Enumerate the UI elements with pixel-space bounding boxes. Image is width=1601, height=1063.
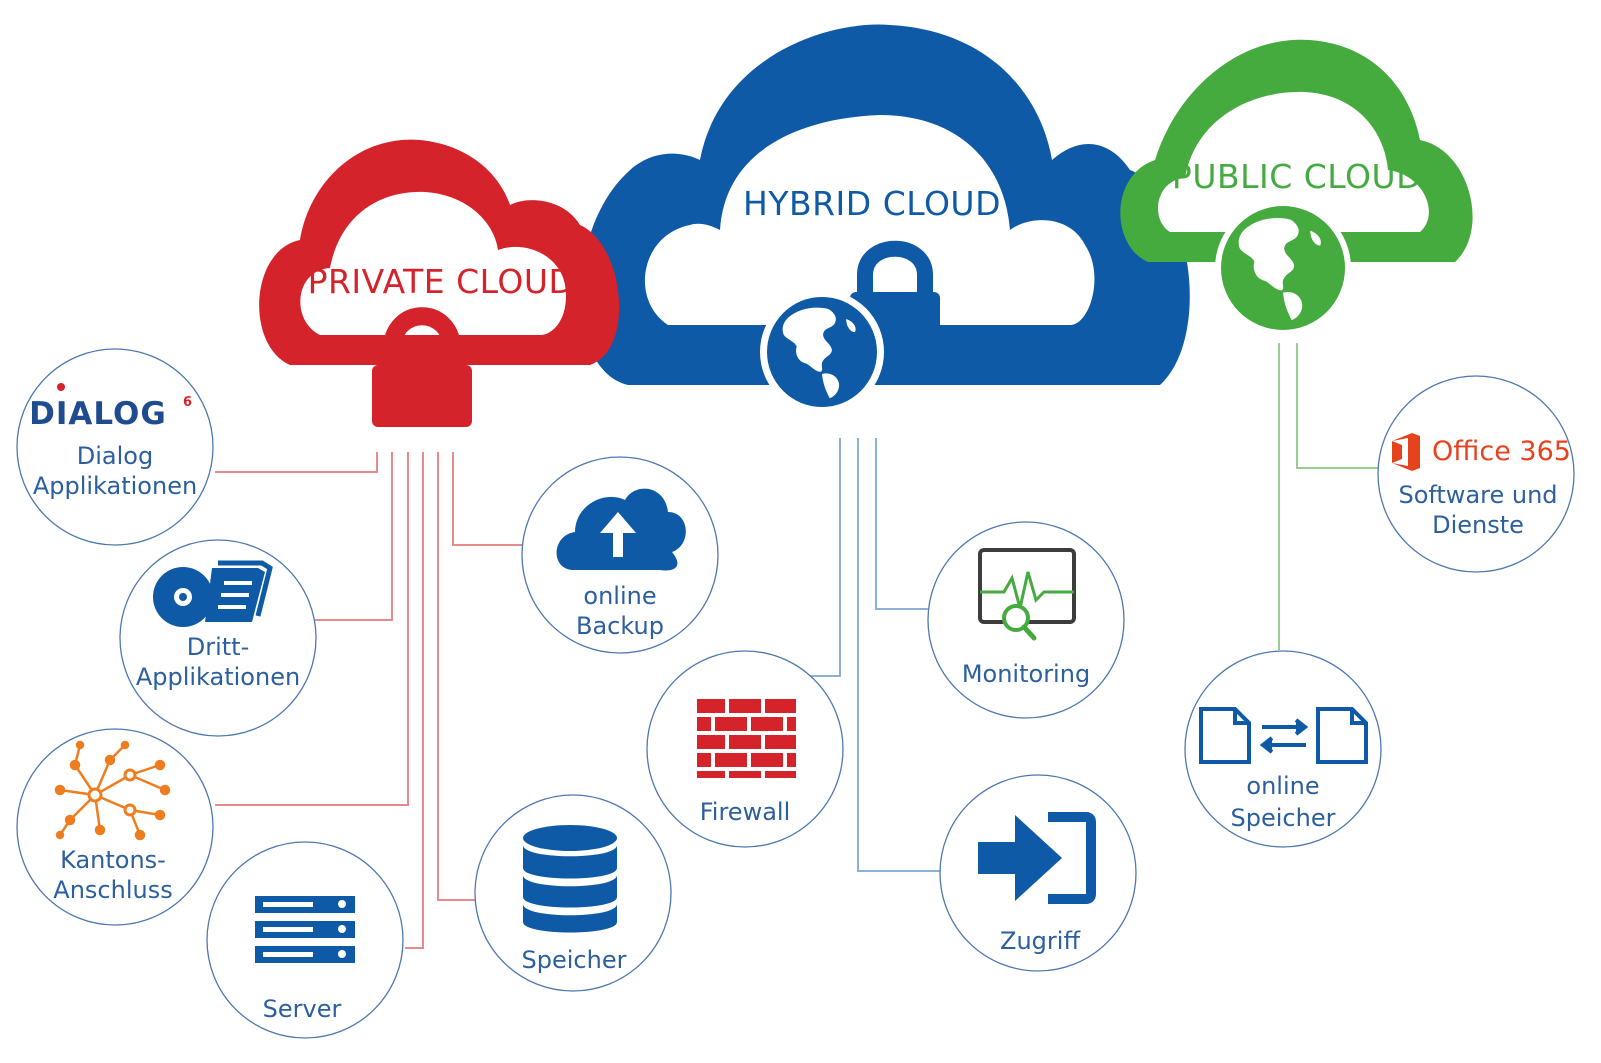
node-dritt-applikationen: Dritt- Applikationen xyxy=(119,539,317,737)
public-cloud: PUBLIC CLOUD xyxy=(1120,39,1473,336)
svg-text:DIALOG: DIALOG xyxy=(29,396,167,432)
database-icon xyxy=(523,825,617,933)
kantons-label-1: Kantons- xyxy=(60,846,166,874)
cloud-upload-icon xyxy=(556,488,686,571)
hybrid-connectors xyxy=(810,438,940,872)
office-label-2: Dienste xyxy=(1432,511,1524,539)
firewall-label: Firewall xyxy=(700,798,791,826)
node-dialog-applikationen: DIALOG 6 Dialog Applikationen xyxy=(16,348,214,546)
kantons-label-2: Anschluss xyxy=(53,876,172,904)
monitor-search-icon xyxy=(978,548,1076,641)
file-sync-icon xyxy=(1199,707,1368,764)
node-speicher: Speicher xyxy=(474,794,672,992)
monitoring-label: Monitoring xyxy=(962,660,1090,688)
dialog-label-1: Dialog xyxy=(77,442,153,470)
hybrid-globe-icon xyxy=(760,290,884,414)
server-rack-icon xyxy=(255,896,355,963)
svg-text:6: 6 xyxy=(183,395,192,410)
speicher-label: Speicher xyxy=(522,946,627,974)
node-zugriff: Zugriff xyxy=(939,774,1137,972)
private-connectors xyxy=(215,452,523,949)
brick-wall-icon xyxy=(697,699,796,778)
private-cloud: PRIVATE CLOUD xyxy=(259,139,620,427)
node-online-backup: online Backup xyxy=(521,456,719,654)
public-connectors xyxy=(1278,343,1378,650)
disc-documents-icon xyxy=(153,560,273,627)
office-label-1: Software und xyxy=(1398,481,1557,509)
dialog-label-2: Applikationen xyxy=(33,472,197,500)
online-speicher-label-2: Speicher xyxy=(1231,804,1336,832)
node-monitoring: Monitoring xyxy=(927,521,1125,719)
sign-in-icon xyxy=(978,812,1096,904)
public-globe-icon xyxy=(1215,200,1351,336)
office-logo-icon xyxy=(1392,433,1420,471)
hybrid-cloud-title: HYBRID CLOUD xyxy=(743,184,1001,223)
node-firewall: Firewall xyxy=(646,650,844,848)
backup-label-2: Backup xyxy=(576,612,664,640)
private-cloud-inner xyxy=(300,191,566,335)
online-speicher-label-1: online xyxy=(1246,772,1319,800)
zugriff-label: Zugriff xyxy=(1000,927,1080,955)
private-padlock-icon xyxy=(372,307,472,427)
dritt-label-1: Dritt- xyxy=(187,633,250,661)
node-server: Server xyxy=(206,841,404,1039)
hybrid-cloud: HYBRID CLOUD xyxy=(580,24,1190,414)
public-cloud-inner xyxy=(1158,91,1429,232)
dialog-logo: DIALOG 6 xyxy=(29,383,192,432)
dritt-label-2: Applikationen xyxy=(136,663,300,691)
office-logo-text: Office 365 xyxy=(1432,436,1571,467)
node-kantons-anschluss: Kantons- Anschluss xyxy=(16,728,214,926)
node-office-365: Office 365 Software und Dienste xyxy=(1377,375,1575,573)
network-icon xyxy=(54,740,171,841)
public-cloud-title: PUBLIC CLOUD xyxy=(1172,157,1422,196)
backup-label-1: online xyxy=(583,582,656,610)
node-online-speicher: online Speicher xyxy=(1184,650,1382,848)
private-cloud-title: PRIVATE CLOUD xyxy=(308,262,575,301)
hybrid-cloud-inner xyxy=(644,115,1095,325)
server-label: Server xyxy=(263,995,342,1023)
